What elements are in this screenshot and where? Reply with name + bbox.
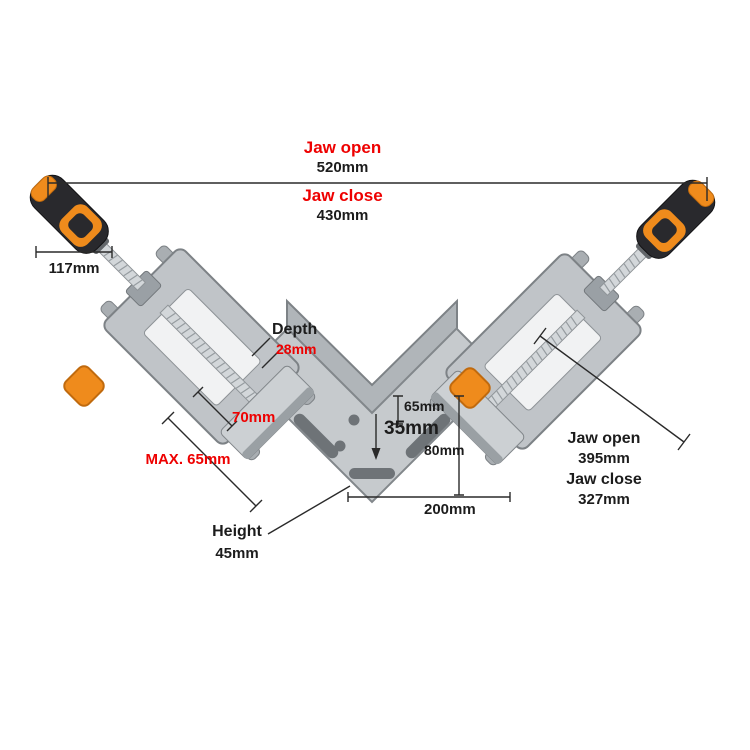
body-width-value: 80mm — [424, 442, 465, 458]
dim-line-max-opening — [161, 411, 263, 513]
base-length-value: 200mm — [424, 501, 476, 518]
top-jaw-close-label: Jaw close — [302, 186, 383, 205]
dimension-lines — [35, 177, 708, 535]
dim-line-depth — [251, 337, 281, 369]
depth-label: Depth — [272, 321, 318, 338]
dim-line-right-span — [533, 327, 691, 451]
right-jaw-close-label: Jaw close — [566, 471, 642, 488]
hole-arrowhead — [371, 448, 381, 460]
dim-line-handle — [35, 246, 113, 258]
left-handle — [29, 174, 109, 254]
right-jaw-open-value: 395mm — [578, 450, 630, 467]
height-value: 45mm — [215, 545, 259, 562]
handle-length-value: 117mm — [48, 260, 100, 277]
dim-line-body-width — [454, 395, 464, 496]
dim-line-height — [267, 485, 351, 535]
jaw-width-value: 70mm — [232, 409, 276, 426]
top-jaw-close-value: 430mm — [316, 207, 369, 224]
hole-diameter-value: 35mm — [384, 418, 439, 439]
left-moving-jaw — [220, 365, 314, 459]
dim-line-top-span — [47, 177, 708, 201]
left-release-lever — [63, 365, 105, 407]
clamp-base — [241, 327, 503, 504]
right-jaw-open-label: Jaw open — [567, 430, 641, 447]
dim-line-base-length — [347, 492, 511, 502]
top-jaw-open-value: 520mm — [316, 159, 369, 176]
dim-line-hole-offset — [393, 395, 403, 425]
dim-line-jaw-width — [192, 386, 238, 432]
hole-offset-value: 65mm — [404, 398, 445, 414]
top-jaw-open-label: Jaw open — [303, 138, 382, 157]
left-clamp-assembly — [29, 174, 316, 461]
depth-value: 28mm — [276, 341, 317, 357]
right-jaw-close-value: 327mm — [578, 491, 630, 508]
height-label: Height — [212, 523, 262, 540]
right-clamp-assembly — [429, 179, 716, 466]
max-opening-value: MAX. 65mm — [145, 451, 231, 468]
base-slots — [293, 413, 451, 479]
